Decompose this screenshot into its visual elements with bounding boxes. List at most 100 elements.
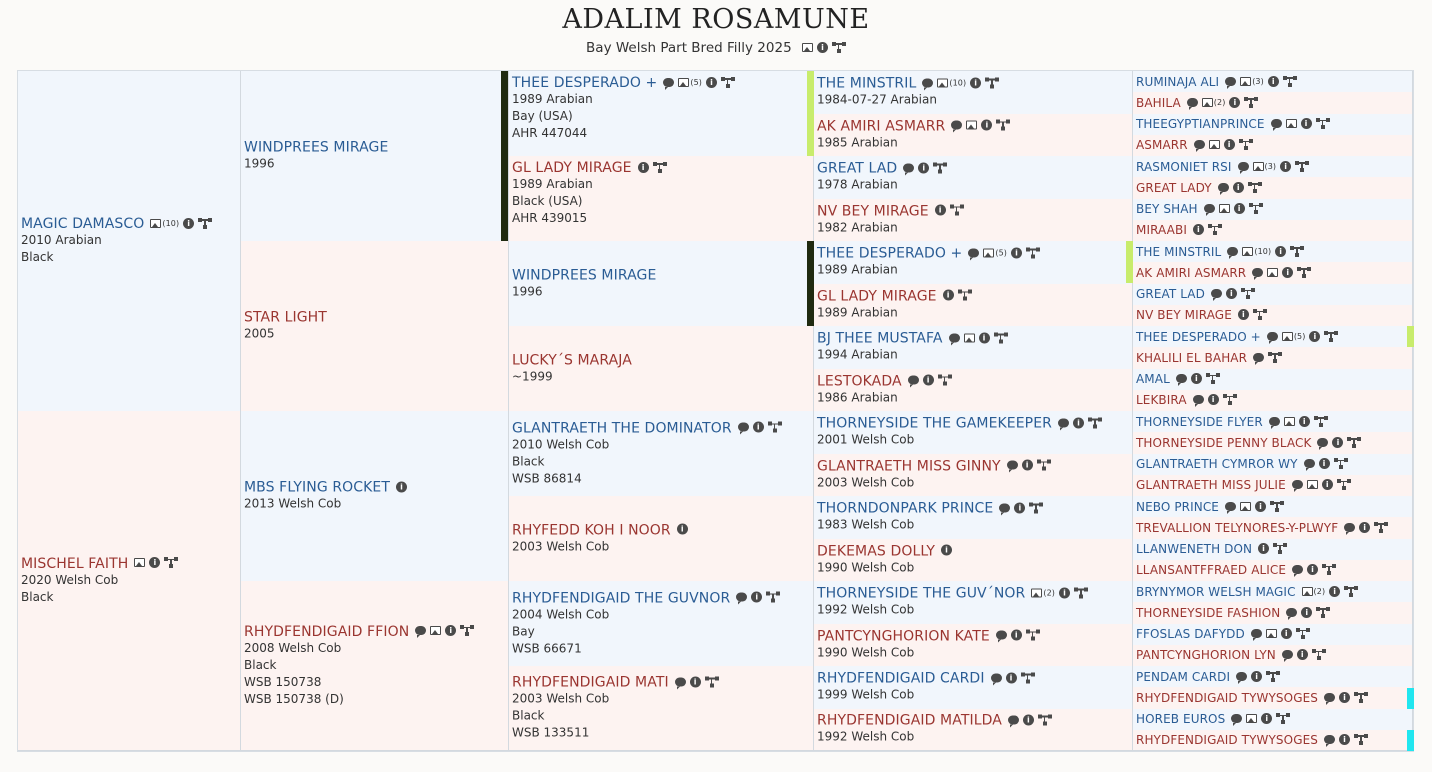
comment-icon[interactable] [1270,119,1282,132]
comment-icon[interactable] [1186,97,1198,110]
info-icon[interactable]: i [751,591,763,603]
horse-name-link[interactable]: GREAT LADY [1136,180,1212,195]
pedigree-icon[interactable] [1276,713,1291,725]
comment-icon[interactable] [1303,459,1315,472]
info-icon[interactable]: i [1233,203,1245,215]
comment-icon[interactable] [736,592,748,605]
info-icon[interactable]: i [396,481,408,492]
comment-icon[interactable] [1175,374,1187,387]
comment-icon[interactable] [951,120,963,133]
info-icon[interactable]: i [1022,714,1034,726]
photos-icon[interactable] [1283,416,1295,426]
photos-icon[interactable] [1240,501,1251,511]
pedigree-icon[interactable] [1025,247,1040,259]
horse-name-link[interactable]: GLANTRAETH MISS GINNY [817,458,1001,475]
pedigree-icon[interactable] [1295,160,1310,172]
info-icon[interactable]: i [970,77,982,89]
info-icon[interactable]: i [1332,436,1344,448]
comment-icon[interactable] [1236,671,1248,684]
info-icon[interactable]: i [922,374,934,386]
comment-icon[interactable] [663,77,675,90]
horse-name-link[interactable]: BJ THEE MUSTAFA [817,330,943,347]
pedigree-icon[interactable] [957,289,972,301]
horse-name-link[interactable]: GL LADY MIRAGE [512,160,632,176]
pedigree-icon[interactable] [1270,500,1284,512]
info-icon[interactable]: i [1318,458,1330,470]
comment-icon[interactable] [1281,650,1293,663]
pedigree-icon[interactable] [1354,733,1368,745]
horse-name-link[interactable]: THORNEYSIDE THE GUV´NOR [817,585,1026,602]
pedigree-icon[interactable] [1238,139,1253,151]
comment-icon[interactable] [1007,715,1019,728]
horse-name-link[interactable]: THEEGYPTIANPRINCE [1136,117,1265,132]
photos-icon[interactable] [966,120,978,130]
comment-icon[interactable] [968,248,980,261]
horse-name-link[interactable]: PENDAM CARDI [1136,669,1231,684]
horse-name-link[interactable]: AK AMIRI ASMARR [817,118,946,135]
pedigree-icon[interactable] [1244,96,1259,108]
horse-name-link[interactable]: GLANTRAETH MISS JULIE [1136,478,1286,493]
horse-name-link[interactable]: STAR LIGHT [244,309,327,326]
photos-icon[interactable] [1306,480,1318,490]
comment-icon[interactable] [737,422,749,435]
pedigree-icon[interactable] [937,374,952,386]
photos-icon[interactable] [1265,629,1277,639]
info-icon[interactable]: i [1190,373,1202,385]
pedigree-icon[interactable] [1037,714,1052,726]
horse-name-link[interactable]: WINDPREES MIRAGE [512,267,657,283]
pedigree-icon[interactable] [1240,288,1255,300]
photos-icon[interactable] [150,218,162,228]
pedigree-icon[interactable] [767,421,782,433]
info-icon[interactable]: i [816,41,828,53]
info-icon[interactable]: i [1021,459,1033,471]
pedigree-icon[interactable] [1020,672,1035,684]
horse-name-link[interactable]: RHYDFENDIGAID FFION [244,623,410,640]
comment-icon[interactable] [1266,331,1278,344]
horse-name-link[interactable]: HOREB EUROS [1136,712,1226,727]
info-icon[interactable]: i [1255,500,1266,512]
photos-icon[interactable] [983,248,995,258]
horse-name-link[interactable]: BAHILA [1136,95,1181,110]
info-icon[interactable]: i [149,557,161,568]
info-icon[interactable]: i [1280,160,1292,172]
pedigree-icon[interactable] [766,591,781,603]
info-icon[interactable]: i [1261,713,1273,725]
pedigree-icon[interactable] [1248,203,1263,215]
horse-name-link[interactable]: LUCKY´S MARAJA [512,352,632,368]
horse-name-link[interactable]: RHYDFENDIGAID THE GUVNOR [512,590,731,606]
info-icon[interactable]: i [918,162,930,174]
photos-icon[interactable] [430,626,442,635]
pedigree-icon[interactable] [1088,417,1103,429]
horse-name-link[interactable]: THORNDONPARK PRINCE [817,500,994,517]
pedigree-icon[interactable] [996,119,1011,131]
comment-icon[interactable] [907,375,919,388]
pedigree-icon[interactable] [1247,181,1262,193]
comment-icon[interactable] [1203,204,1215,217]
comment-icon[interactable] [1324,734,1335,747]
comment-icon[interactable] [999,503,1011,516]
info-icon[interactable]: i [1207,394,1219,406]
comment-icon[interactable] [1217,182,1229,195]
pedigree-icon[interactable] [704,676,719,687]
horse-name-link[interactable]: THORNEYSIDE PENNY BLACK [1136,435,1312,450]
comment-icon[interactable] [903,163,915,176]
info-icon[interactable]: i [1309,330,1321,342]
photos-icon[interactable] [801,42,813,52]
info-icon[interactable]: i [676,523,688,535]
pedigree-icon[interactable] [831,41,846,53]
pedigree-icon[interactable] [1036,459,1051,471]
pedigree-icon[interactable] [933,162,948,174]
pedigree-icon[interactable] [985,77,1000,89]
info-icon[interactable]: i [941,544,953,556]
pedigree-icon[interactable] [1336,479,1351,491]
info-icon[interactable]: i [1307,564,1319,576]
info-icon[interactable]: i [1005,672,1017,684]
info-icon[interactable]: i [1229,96,1241,108]
info-icon[interactable]: i [1232,181,1244,193]
pedigree-icon[interactable] [1316,606,1331,618]
horse-name-link[interactable]: PANTCYNGHORION LYN [1136,648,1276,663]
horse-name-link[interactable]: LESTOKADA [817,373,902,390]
horse-name-link[interactable]: PANTCYNGHORION KATE [817,628,990,645]
comment-icon[interactable] [1324,692,1335,705]
pedigree-icon[interactable] [1029,502,1044,514]
